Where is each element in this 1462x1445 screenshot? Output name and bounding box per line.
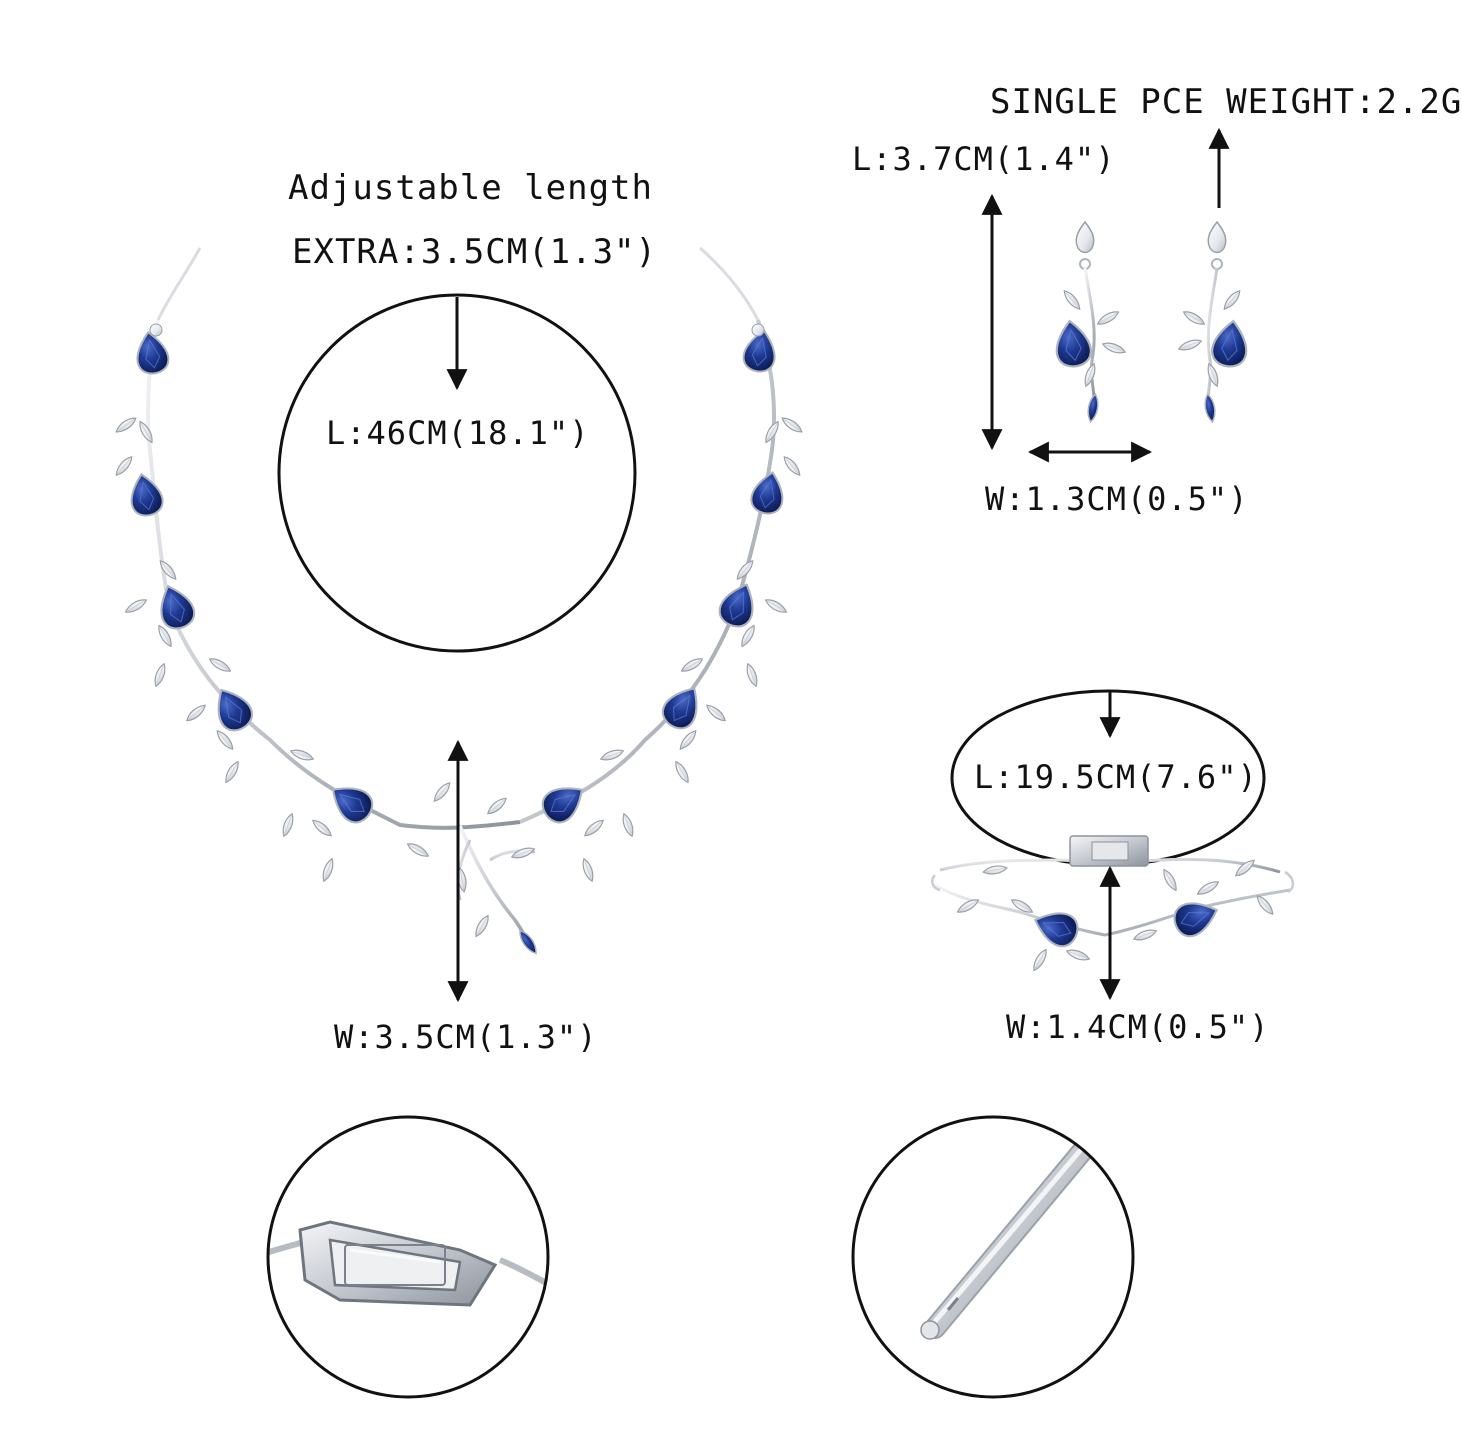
earring-left <box>1051 220 1128 424</box>
earring-width-label: W:1.3CM(0.5") <box>985 480 1249 518</box>
earring-weight-label: SINGLE PCE WEIGHT:2.2G <box>990 82 1462 122</box>
earrings <box>1051 220 1252 424</box>
earring-post-icon <box>920 1119 1111 1340</box>
adjustable-length-label: Adjustable length <box>288 168 653 208</box>
necklace-width-label: W:3.5CM(1.3") <box>334 1018 598 1056</box>
post-detail-circle <box>851 1115 1135 1399</box>
fold-over-clasp-icon <box>268 1220 548 1307</box>
bracelet-length-label: L:19.5CM(7.6") <box>974 758 1258 796</box>
clasp-detail-circle <box>266 1115 550 1399</box>
bracelet <box>931 835 1295 973</box>
bracelet-width-label: W:1.4CM(0.5") <box>1006 1008 1270 1046</box>
earring-right <box>1176 220 1252 424</box>
necklace-length-label: L:46CM(18.1") <box>326 414 590 452</box>
necklace <box>112 246 805 957</box>
extra-length-label: EXTRA:3.5CM(1.3") <box>292 232 657 272</box>
earring-length-label: L:3.7CM(1.4") <box>852 140 1116 178</box>
necklace-length-circle <box>277 293 637 653</box>
